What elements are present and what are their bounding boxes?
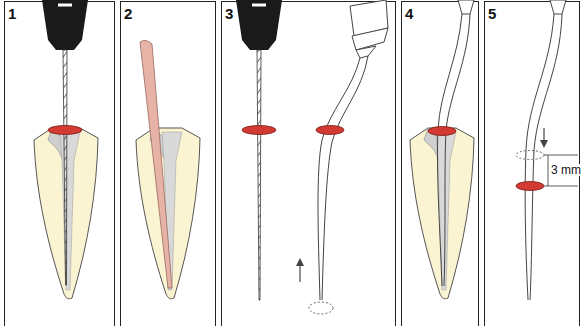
panel-number: 4 <box>405 6 413 21</box>
panel-frame <box>121 2 216 326</box>
gutta-percha-cone <box>140 40 172 288</box>
endo-file <box>257 50 261 300</box>
dimension-line <box>544 155 578 156</box>
panel-number: 3 <box>225 6 233 21</box>
panel-frame <box>222 2 396 326</box>
rubber-stop <box>316 126 344 135</box>
arrow-head <box>540 140 548 148</box>
panel-frame <box>5 2 115 326</box>
panel-number: 5 <box>488 6 496 21</box>
rubber-stop <box>428 127 456 136</box>
dimension-line <box>548 155 549 186</box>
dimension-line <box>544 186 578 187</box>
panel-number: 1 <box>8 6 16 21</box>
dashed-stop <box>309 302 333 314</box>
file-handle <box>236 0 282 50</box>
file-handle <box>42 0 88 50</box>
panel-frame <box>402 2 479 326</box>
spreader <box>318 0 388 300</box>
handle-mark <box>252 4 266 7</box>
panel-number: 2 <box>124 6 132 21</box>
rubber-stop <box>242 126 276 135</box>
handle-mark <box>58 4 72 7</box>
spreader <box>437 0 474 286</box>
endo-file <box>63 50 67 285</box>
spreader <box>525 0 566 300</box>
rubber-stop <box>48 126 82 135</box>
dashed-stop <box>516 151 544 160</box>
dimension-label: 3 mm <box>550 164 582 176</box>
rubber-stop <box>516 182 544 191</box>
arrow-head <box>296 258 304 266</box>
